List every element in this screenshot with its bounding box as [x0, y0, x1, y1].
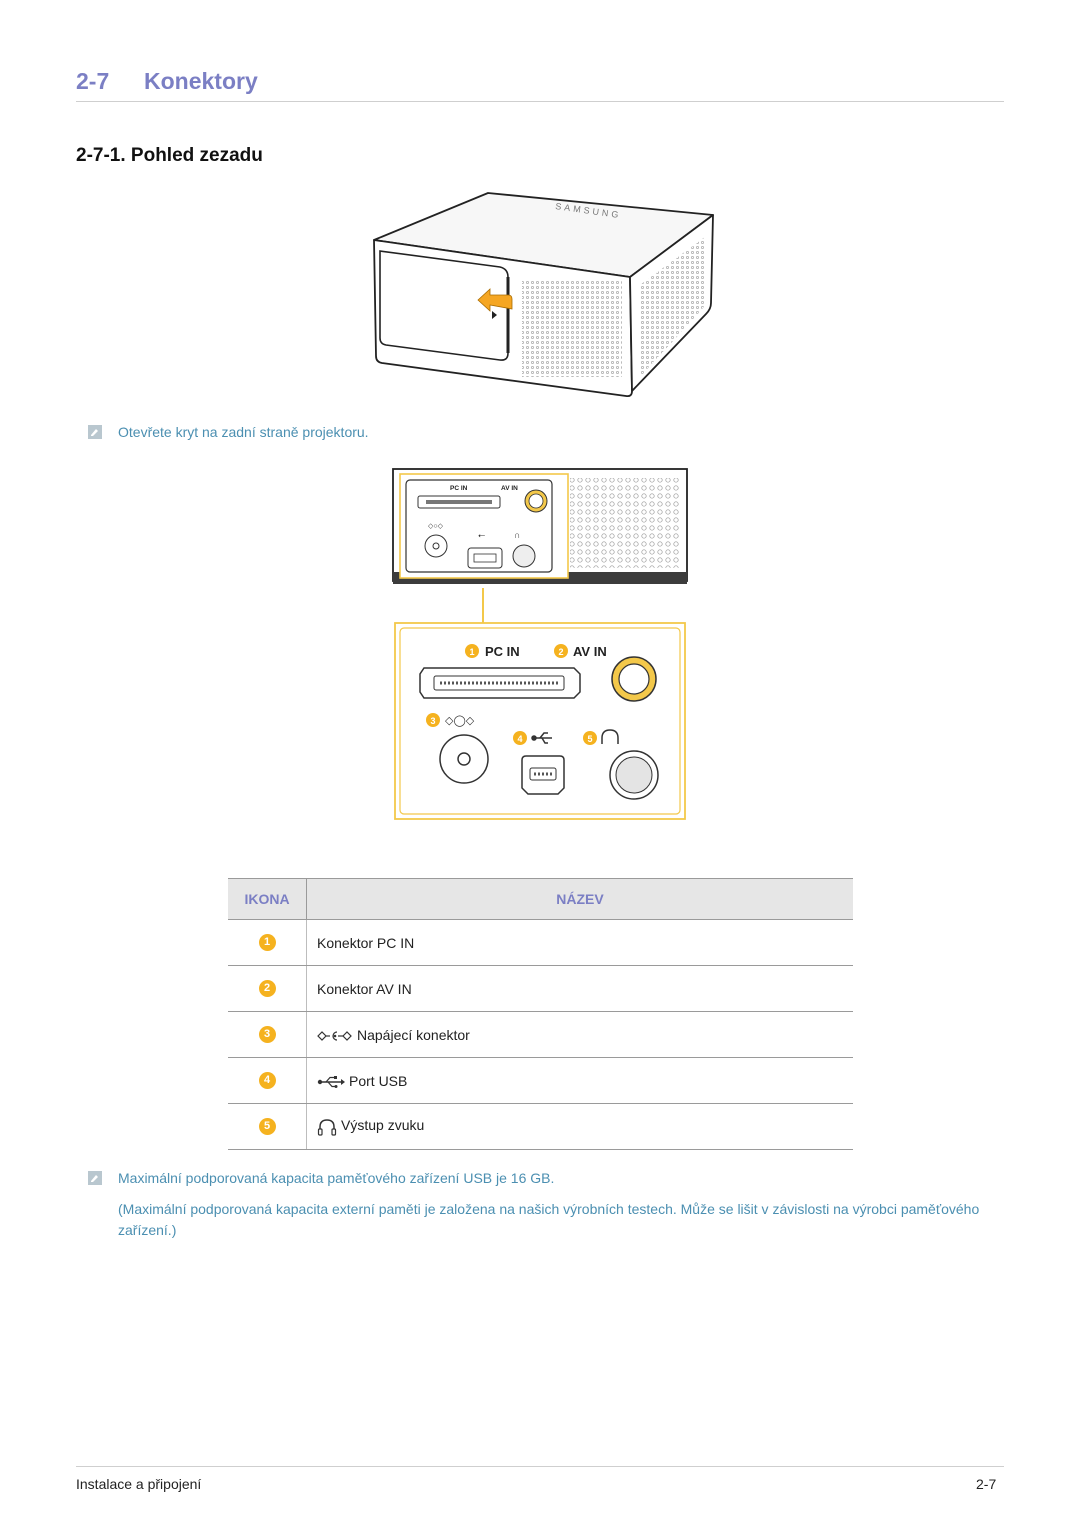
panel-badge-2: 2 — [558, 647, 563, 657]
usb-icon-large — [531, 732, 552, 744]
subsection-title: 2-7-1. Pohled zezadu — [76, 145, 263, 166]
panel-badge-4: 4 — [517, 734, 522, 744]
rear-panel-large: 1 PC IN 2 AV IN 3 ◇◯◇ 4 5 — [394, 622, 686, 820]
number-badge: 2 — [258, 980, 276, 998]
av-in-label: AV IN — [573, 644, 607, 659]
number-badge: 5 — [258, 1118, 276, 1136]
callout-line — [482, 588, 484, 624]
usb-icon — [317, 1075, 345, 1088]
note-usb-capacity: Maximální podporovaná kapacita paměťovéh… — [118, 1170, 555, 1186]
number-badge: 3 — [258, 1026, 276, 1044]
number-badge: 4 — [258, 1072, 276, 1090]
number-badge: 1 — [258, 934, 276, 952]
svg-text:⭠: ⭠ — [478, 530, 485, 540]
note-icon — [88, 425, 102, 439]
power-connector-icon: ◇◯◇ — [445, 715, 475, 727]
pc-in-label: PC IN — [485, 644, 520, 659]
table-row: 1 Konektor PC IN — [228, 919, 853, 966]
headphones-icon-large — [601, 729, 619, 744]
table-row: 2 Konektor AV IN — [228, 965, 853, 1012]
power-connector-icon — [317, 1030, 352, 1041]
footer-divider — [76, 1466, 1004, 1467]
table-row: 4 Port USB — [228, 1057, 853, 1104]
connector-name: Konektor AV IN — [317, 980, 412, 997]
footer-chapter: Instalace a připojení — [76, 1476, 202, 1492]
note-icon — [88, 1171, 102, 1185]
small-av-in-label: AV IN — [501, 485, 518, 492]
connector-name: Port USB — [349, 1072, 408, 1089]
header-nazev: NÁZEV — [306, 878, 853, 920]
panel-badge-1: 1 — [469, 647, 474, 657]
table-row: 3 Napájecí konektor — [228, 1011, 853, 1058]
footer-page-number: 2-7 — [976, 1476, 997, 1492]
panel-badge-5: 5 — [587, 734, 592, 744]
svg-text:◇○◇: ◇○◇ — [428, 523, 444, 530]
connector-name: Výstup zvuku — [341, 1117, 425, 1134]
svg-text:∩: ∩ — [514, 530, 520, 540]
header-ikona: IKONA — [228, 878, 307, 920]
note-usb-capacity-detail: (Maximální podporovaná kapacita externí … — [118, 1201, 980, 1238]
section-name: Konektory — [144, 68, 258, 94]
projector-illustration: SAMSUNG — [373, 192, 714, 398]
connector-table: IKONA NÁZEV 1 Konektor PC IN 2 Konektor … — [228, 878, 853, 1150]
note-open-cover: Otevřete kryt na zadní straně projektoru… — [118, 424, 369, 440]
rear-panel-small: PC IN AV IN ◇○◇ ⭠ ∩ — [392, 468, 688, 584]
small-pc-in-label: PC IN — [450, 485, 468, 492]
section-number: 2-7 — [76, 68, 110, 94]
panel-badge-3: 3 — [430, 716, 435, 726]
section-title: 2-7 Konektory — [76, 68, 258, 95]
headphones-icon — [317, 1118, 337, 1136]
section-divider — [76, 101, 1004, 102]
connector-name: Napájecí konektor — [357, 1026, 470, 1043]
table-header-row: IKONA NÁZEV — [228, 878, 853, 920]
table-row: 5 Výstup zvuku — [228, 1103, 853, 1150]
connector-name: Konektor PC IN — [317, 934, 415, 951]
